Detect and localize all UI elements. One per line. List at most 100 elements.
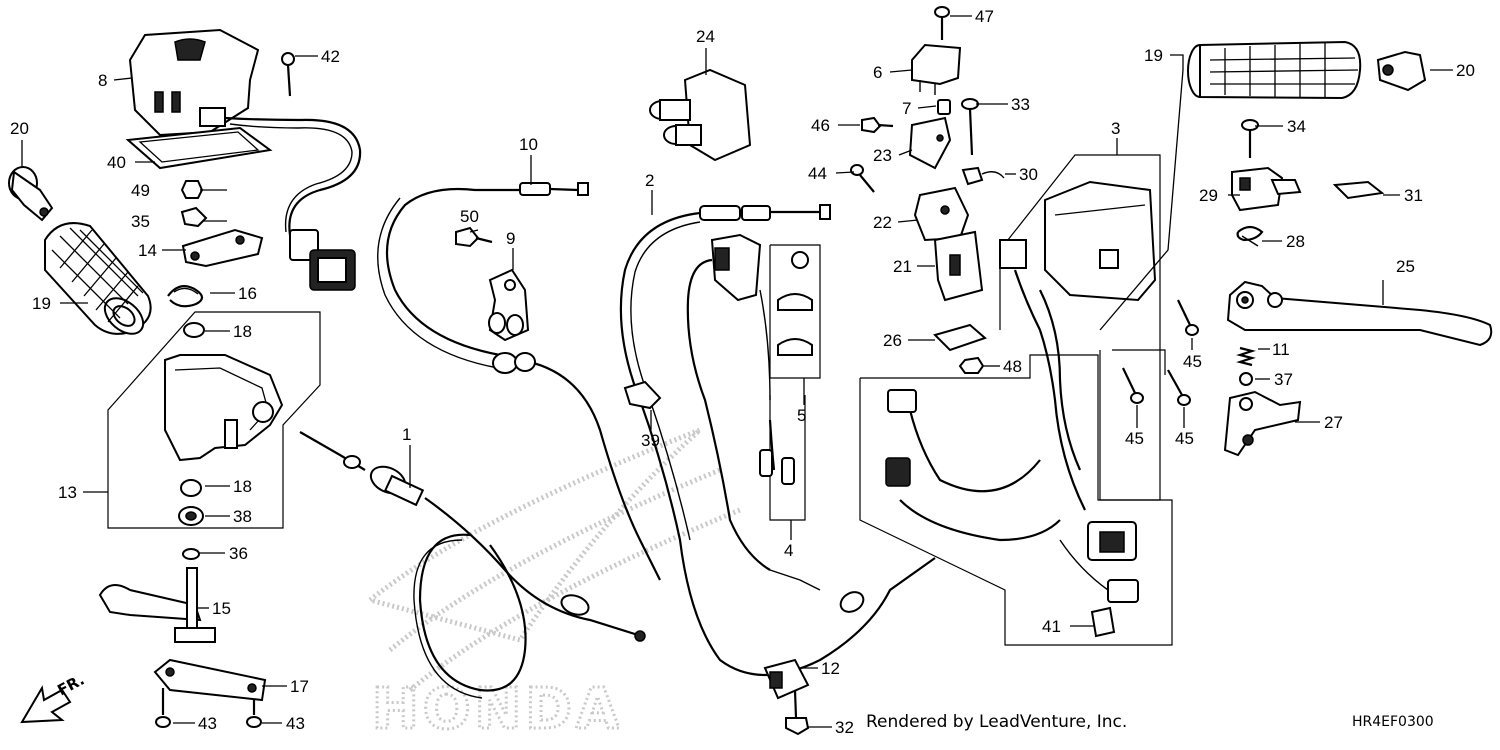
callout-43-a: 43 bbox=[198, 714, 217, 733]
screw-44 bbox=[850, 164, 875, 193]
throttle-lever-15 bbox=[98, 567, 216, 643]
callout-11: 11 bbox=[1272, 340, 1290, 359]
group-box-5 bbox=[769, 244, 821, 379]
callout-41: 41 bbox=[1042, 617, 1061, 636]
bar-end-20-right bbox=[1376, 50, 1427, 92]
callout-44: 44 bbox=[808, 164, 827, 183]
callout-30: 30 bbox=[1019, 165, 1038, 184]
callout-39: 39 bbox=[641, 431, 660, 450]
diagram-code: HR4EF0300 bbox=[1352, 714, 1434, 730]
screw-46 bbox=[861, 116, 894, 134]
clamp-5 bbox=[777, 251, 813, 356]
throttle-housing bbox=[164, 322, 284, 560]
callout-5: 5 bbox=[797, 406, 806, 425]
cable-10-grommet bbox=[492, 352, 536, 374]
callout-6: 6 bbox=[873, 63, 882, 82]
callout-21: 21 bbox=[893, 257, 912, 276]
callout-48: 48 bbox=[1003, 357, 1022, 376]
switch-housing-8 bbox=[128, 28, 260, 137]
bolt-50 bbox=[455, 226, 493, 248]
switch-housing-3 bbox=[1044, 180, 1157, 302]
callout-34: 34 bbox=[1287, 117, 1306, 136]
callout-20-right: 20 bbox=[1456, 61, 1475, 80]
callout-33: 33 bbox=[1011, 95, 1030, 114]
holder-12 bbox=[763, 658, 810, 700]
callout-43-b: 43 bbox=[286, 714, 305, 733]
callout-49: 49 bbox=[131, 181, 150, 200]
callout-45-b: 45 bbox=[1125, 429, 1144, 448]
callout-13: 13 bbox=[58, 483, 77, 502]
cable-end-10 bbox=[519, 182, 589, 196]
callout-12: 12 bbox=[821, 659, 840, 678]
callout-29: 29 bbox=[1199, 186, 1218, 205]
bracket-21 bbox=[933, 230, 984, 302]
callout-36: 36 bbox=[229, 544, 248, 563]
render-credit: Rendered by LeadVenture, Inc. bbox=[866, 712, 1128, 732]
group-box-41 bbox=[859, 354, 1173, 646]
callout-50: 50 bbox=[460, 207, 479, 226]
brake-switch-harness bbox=[686, 233, 821, 591]
relay-6 bbox=[911, 43, 962, 95]
group-box-45 bbox=[1112, 349, 1166, 375]
callout-20-left: 20 bbox=[10, 119, 29, 138]
cable-guide-39 bbox=[623, 380, 662, 410]
cable-10-lower bbox=[519, 358, 661, 581]
switch-gasket-40 bbox=[125, 126, 273, 170]
callout-45-a: 45 bbox=[1183, 352, 1202, 371]
callout-14: 14 bbox=[138, 241, 157, 260]
callout-45-c: 45 bbox=[1175, 429, 1194, 448]
cable-10 bbox=[385, 187, 520, 357]
callout-7: 7 bbox=[902, 99, 911, 118]
callout-4: 4 bbox=[784, 541, 793, 560]
callout-18-lower: 18 bbox=[233, 477, 252, 496]
group-box-13 bbox=[107, 311, 321, 529]
callout-18-upper: 18 bbox=[233, 322, 252, 341]
nut-49 bbox=[180, 180, 204, 199]
callout-labels: 1 2 3 4 5 6 7 8 9 10 11 12 13 14 15 16 1… bbox=[10, 7, 1475, 737]
clip-30 bbox=[961, 166, 1005, 186]
screw-45-a bbox=[1177, 299, 1199, 336]
callout-42: 42 bbox=[321, 47, 340, 66]
screw-45-c bbox=[1167, 369, 1191, 406]
cable-1 bbox=[299, 431, 646, 699]
spring-28 bbox=[1236, 225, 1264, 247]
callout-23: 23 bbox=[873, 146, 892, 165]
front-direction-arrow-icon bbox=[20, 685, 72, 724]
honda-wing-watermark: HONDA bbox=[364, 427, 741, 744]
clip-35 bbox=[180, 206, 208, 228]
brake-lever-25 bbox=[1226, 280, 1493, 347]
callout-16: 16 bbox=[238, 284, 257, 303]
callout-15: 15 bbox=[212, 599, 231, 618]
callout-10: 10 bbox=[519, 135, 538, 154]
callout-27: 27 bbox=[1324, 413, 1343, 432]
callout-3: 3 bbox=[1111, 119, 1120, 138]
screw-45-b bbox=[1122, 367, 1144, 404]
right-switch-wiring bbox=[885, 239, 1139, 603]
callout-31: 31 bbox=[1404, 186, 1423, 205]
screw-34 bbox=[1241, 119, 1259, 158]
plate-17 bbox=[153, 658, 267, 702]
callout-35: 35 bbox=[131, 212, 150, 231]
callout-37: 37 bbox=[1274, 370, 1293, 389]
collar-7 bbox=[937, 99, 951, 115]
callout-28: 28 bbox=[1286, 232, 1305, 251]
callout-24: 24 bbox=[696, 27, 715, 46]
switch-connector-left bbox=[289, 229, 356, 291]
screw-43-a bbox=[155, 688, 171, 728]
bracket-22 bbox=[913, 186, 970, 242]
grip-19-left bbox=[44, 222, 152, 335]
callout-47: 47 bbox=[975, 7, 994, 26]
switch-29 bbox=[1231, 166, 1302, 212]
coil-24 bbox=[649, 68, 752, 162]
callout-38: 38 bbox=[233, 507, 252, 526]
callout-8: 8 bbox=[98, 71, 107, 90]
callout-19-right: 19 bbox=[1144, 46, 1163, 65]
callout-1: 1 bbox=[402, 425, 411, 444]
callout-2: 2 bbox=[645, 171, 654, 190]
spring-11 bbox=[1236, 346, 1256, 367]
cable-2 bbox=[619, 204, 936, 676]
screw-42 bbox=[281, 52, 295, 97]
bolt-32 bbox=[785, 689, 810, 736]
callout-26: 26 bbox=[883, 331, 902, 350]
leader-lines bbox=[21, 15, 1453, 728]
